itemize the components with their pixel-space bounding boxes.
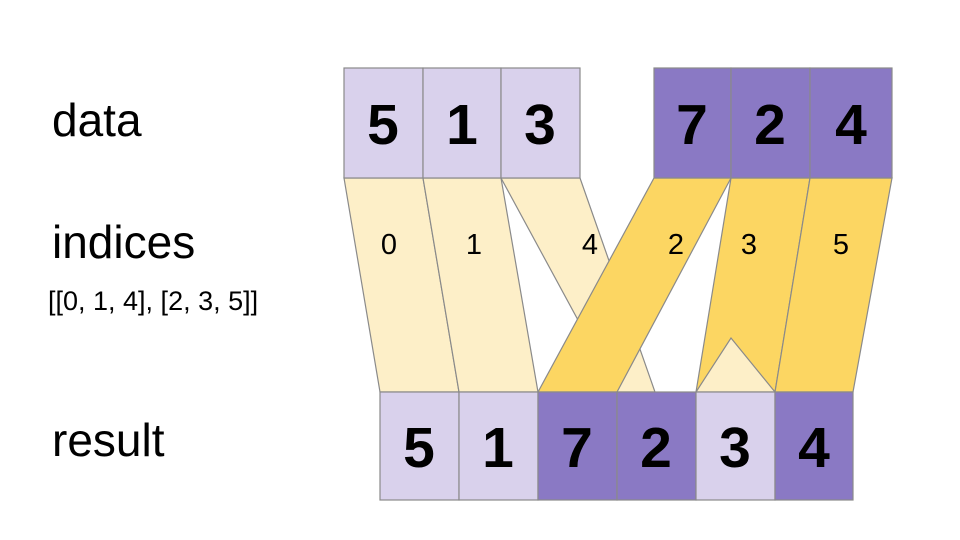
result-cell-value-5: 4 [798, 416, 830, 480]
data-cell-value-4: 2 [754, 93, 786, 157]
index-label-1: 1 [466, 229, 482, 261]
result-cell-value-0: 5 [403, 416, 435, 480]
result-cell-value-3: 2 [640, 416, 672, 480]
data-cell-0[interactable] [343, 67, 424, 179]
label-indices-value: [[0, 1, 4], [2, 3, 5]] [48, 286, 258, 316]
row-labels: data indices [[0, 1, 4], [2, 3, 5]] resu… [48, 94, 258, 466]
data-cell-value-2: 3 [524, 93, 556, 157]
result-row: 5 1 7 2 3 4 [379, 391, 854, 501]
data-cell-value-0: 5 [367, 93, 399, 157]
data-row: 5 1 3 7 2 4 [343, 67, 893, 179]
index-labels: 0 1 4 2 3 5 [381, 229, 849, 261]
result-cell-4[interactable] [695, 391, 776, 501]
data-cell-3[interactable] [653, 67, 732, 179]
data-cell-value-5: 4 [835, 93, 867, 157]
index-label-2: 4 [582, 229, 598, 261]
data-cell-2[interactable] [500, 67, 581, 179]
data-cell-5[interactable] [809, 67, 893, 179]
index-label-0: 0 [381, 229, 397, 261]
result-cell-3[interactable] [616, 391, 697, 501]
index-label-5: 5 [833, 229, 849, 261]
result-cell-value-2: 7 [561, 416, 593, 480]
data-cell-value-1: 1 [446, 93, 478, 157]
result-cell-value-4: 3 [719, 416, 751, 480]
index-label-4: 3 [741, 229, 757, 261]
label-result: result [52, 414, 165, 466]
data-cell-1[interactable] [422, 67, 502, 179]
index-label-3: 2 [668, 229, 684, 261]
ribbon-group [343, 177, 893, 393]
result-cell-value-1: 1 [482, 416, 514, 480]
label-indices: indices [52, 216, 195, 268]
result-cell-5[interactable] [774, 391, 854, 501]
data-cell-value-3: 7 [676, 93, 708, 157]
data-cell-4[interactable] [730, 67, 811, 179]
label-data: data [52, 94, 142, 146]
result-cell-1[interactable] [458, 391, 539, 501]
